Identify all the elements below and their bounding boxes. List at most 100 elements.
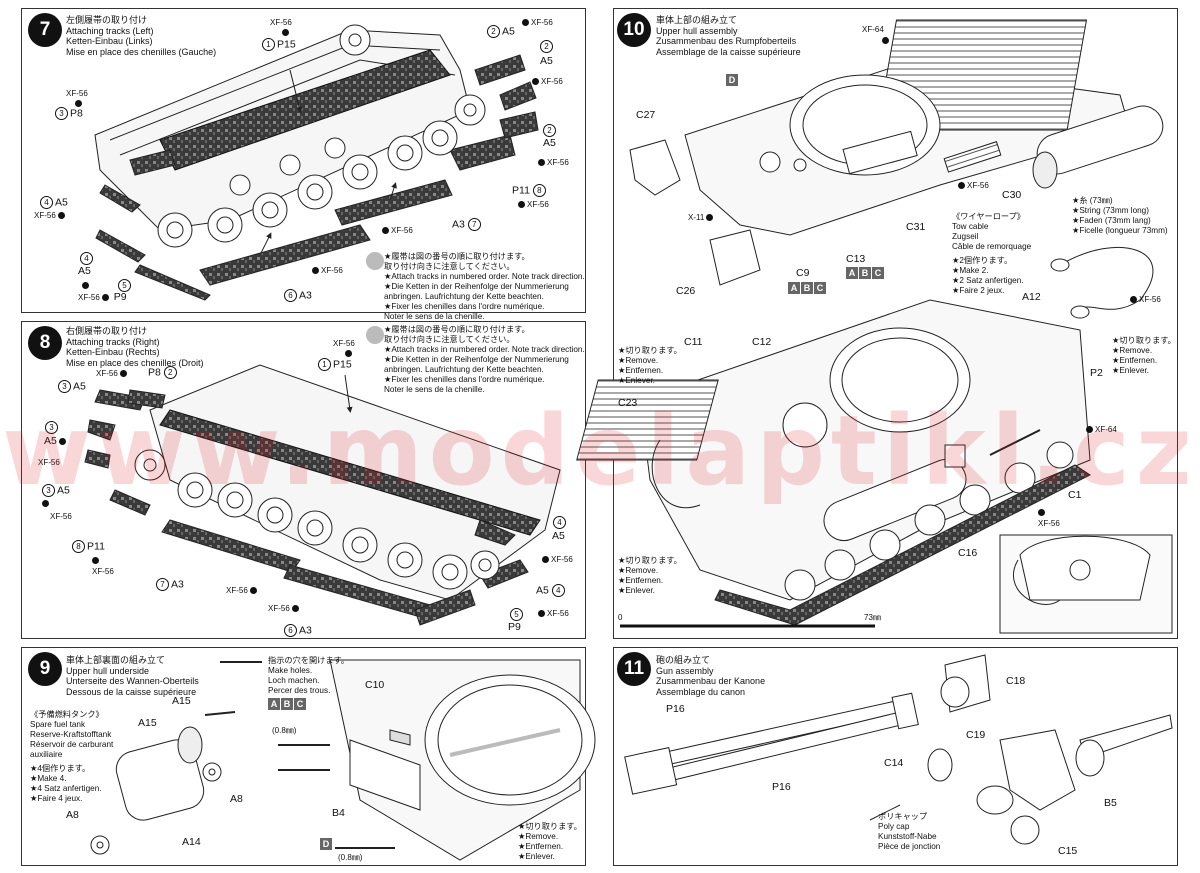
part-label: A8 [66,809,79,821]
paint-label: XF-56 [516,199,549,210]
step7-note-marker [366,252,384,270]
part-label: C1 [1068,489,1082,501]
paint-label: XF-56 [268,603,301,614]
part-label: 3 [45,421,60,434]
part-label: 2 [543,124,558,137]
part-label: A3 7 [452,218,483,231]
paint-label: XF-56 [536,608,569,619]
paint-label: XF-56 [66,89,88,98]
paint-label: XF-56 [956,180,989,191]
step10-remove-note-bottom: ★切り取ります。★Remove. ★Entfernen.★Enlever. [618,556,682,595]
part-label: P2 [1090,367,1103,379]
part-label: C16 [958,547,978,559]
step8-number: 8 [28,326,62,360]
scale-zero: 0 [618,613,623,622]
part-label: C30 [1002,189,1022,201]
paint-label: XF-56 [270,18,292,27]
step8-note-marker [366,326,384,344]
part-label: C23 [618,397,638,409]
step7-hull-drawing [94,24,539,301]
part-label: C11 [684,336,703,348]
part-label: A14 [182,836,201,848]
paint-dot [80,280,91,291]
paint-dot [880,35,891,46]
step9-drawing [90,659,596,861]
paint-label: XF-56 [540,554,573,565]
step9-number: 9 [28,652,62,686]
part-label: B5 [1104,797,1117,809]
part-label: A15 [172,695,191,707]
part-label: A15 [138,717,157,729]
paint-label: XF-56 [1128,294,1161,305]
paint-dot [73,98,84,109]
paint-label: XF-56 [536,157,569,168]
step11-number: 11 [617,652,651,686]
part-label: XF-56 P9 [78,291,127,303]
part-label: 2 [540,40,555,53]
part-label: C31 [906,221,926,233]
part-label: C27 [636,109,656,121]
part-label: 5 [510,608,525,621]
part-label: 5 [118,279,133,292]
paint-label [40,498,51,509]
part-label: C19 [966,729,986,741]
step10-remove-note-right: ★切り取ります。★Remove. ★Entfernen.★Enlever. [1112,336,1176,375]
part-label: C14 [884,757,904,769]
part-label: P8 2 [148,366,179,379]
step9-holes-note: 指示の穴を開けます。Make holes. Loch machen.Percer… [268,656,350,695]
paint-label: XF-56 [520,17,553,28]
step10-drawing [576,19,1173,634]
paint-label: XF-64 [1084,424,1117,435]
step8-hull-drawing [84,364,561,626]
paint-label: XF-56 [34,210,67,221]
paint-label: XF-56 [226,585,259,596]
step9-make-note: ★4個作ります。★Make 4. ★4 Satz anfertigen.★Fai… [30,764,102,803]
paint-label: XF-56 [1038,519,1060,528]
part-label: C13 [846,253,866,265]
step10-number: 10 [617,13,651,47]
paint-label: XF-56 [50,512,72,521]
paint-label: XF-64 [862,25,884,34]
part-label: A8 [230,793,243,805]
part-label: P16 [772,781,791,793]
paint-label: XF-56 [310,265,343,276]
part-label: C26 [676,285,696,297]
paint-label [90,555,101,566]
paint-label: XF-56 [92,567,114,576]
part-label: A5 [543,137,556,149]
part-label: A5 [44,436,68,447]
d-marker: D [726,74,739,86]
paint-label: XF-56 [96,368,129,379]
step9-remove-note: ★切り取ります。★Remove. ★Entfernen.★Enlever. [518,822,582,861]
paint-label: XF-56 [380,225,413,236]
part-label: C9 [796,267,810,279]
part-label: C10 [365,679,385,691]
part-label: A5 [552,530,565,542]
part-label: P9 [508,621,521,633]
part-label: A5 4 [536,584,567,597]
paint-label: XF-56 [530,76,563,87]
part-label: 4 [80,252,95,265]
part-label: C15 [1058,845,1078,857]
part-label: C12 [752,336,772,348]
part-label: P11 8 [512,184,548,197]
step9-mm: (0.8㎜) [272,726,297,735]
step10-make-note: ★2個作ります。★Make 2. ★2 Satz anfertigen.★Fai… [952,256,1024,295]
